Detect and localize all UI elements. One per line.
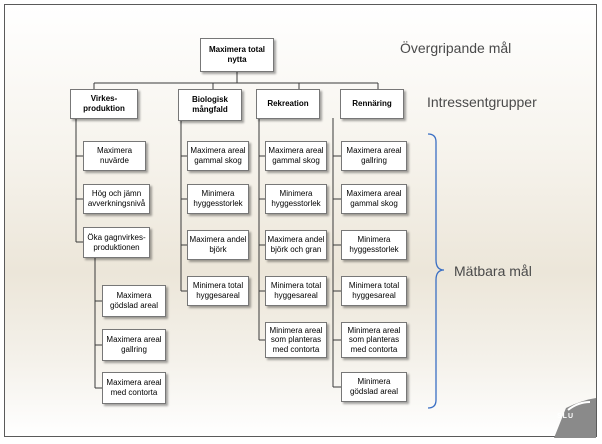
goal-text: Maximera areal med contorta xyxy=(106,378,162,397)
measurable-goals-label: Mätbara mål xyxy=(454,263,532,279)
goal-box: Maximera areal gammal skog xyxy=(187,141,249,171)
goal-box: Minimera areal som planteras med contort… xyxy=(341,322,407,358)
group-name: Rennäring xyxy=(352,99,392,109)
goal-box: Minimera hyggesstorlek xyxy=(341,230,407,260)
group-box-rennaring: Rennäring xyxy=(340,89,404,119)
goal-text: Maximera andel björk och gran xyxy=(267,235,325,254)
group-box-virkesproduktion: Virkes-produktion xyxy=(70,89,138,119)
goal-text: Maximera areal gallring xyxy=(346,146,402,165)
goal-text: Maximera andel björk xyxy=(189,235,247,254)
goal-box: Maximera areal gallring xyxy=(341,141,407,171)
goal-box: Minimera areal som planteras med contort… xyxy=(265,322,327,358)
goal-box: Minimera gödslad areal xyxy=(341,372,407,402)
group-name: Virkes-produktion xyxy=(83,94,125,113)
goal-box: Maximera andel björk och gran xyxy=(265,230,327,260)
goal-box: Öka gagnvirkes-produktionen xyxy=(83,227,150,258)
goal-text: Minimera total hyggesareal xyxy=(348,281,400,300)
goal-text: Minimera hyggesstorlek xyxy=(193,189,243,208)
goal-text: Maximera areal gammal skog xyxy=(268,146,324,165)
goal-text: Minimera areal som planteras med contort… xyxy=(269,325,323,354)
stakeholder-groups-label: Intressentgrupper xyxy=(427,94,537,110)
slide-frame xyxy=(4,4,597,437)
group-name: Rekreation xyxy=(267,99,309,109)
goal-text: Maximera gödslad areal xyxy=(109,291,159,310)
goal-text: Minimera total hyggesareal xyxy=(270,281,322,300)
measurable-brace xyxy=(427,133,445,409)
goal-box: Maximera areal gallring xyxy=(102,329,166,361)
goal-box: Minimera total hyggesareal xyxy=(187,276,249,306)
goal-text: Maximera areal gammal skog xyxy=(190,146,246,165)
goal-box: Minimera hyggesstorlek xyxy=(187,184,249,214)
goal-text: Maximera nuvärde xyxy=(96,146,133,165)
goal-box: Hög och jämn avverkningsnivå xyxy=(83,184,150,214)
goal-box: Maximera gödslad areal xyxy=(102,285,166,317)
goal-box: Maximera areal gammal skog xyxy=(265,141,327,171)
slu-logo xyxy=(554,398,596,438)
goal-box: Minimera total hyggesareal xyxy=(265,276,327,306)
goal-text: Maximera areal gallring xyxy=(106,335,162,354)
goal-text: Hög och jämn avverkningsnivå xyxy=(87,189,146,208)
goal-text: Minimera hyggesstorlek xyxy=(271,189,321,208)
group-box-rekreation: Rekreation xyxy=(256,89,320,119)
goal-box: Maximera areal med contorta xyxy=(102,372,166,404)
goal-text: Maximera areal gammal skog xyxy=(346,189,402,208)
goal-text: Minimera areal som planteras med contort… xyxy=(347,325,401,354)
goal-box: Maximera areal gammal skog xyxy=(341,184,407,214)
goal-box: Minimera hyggesstorlek xyxy=(265,184,327,214)
top-goal-text: Maximera total nytta xyxy=(208,45,266,64)
top-goal-box: Maximera total nytta xyxy=(200,38,274,72)
goal-text: Minimera gödslad areal xyxy=(349,377,399,396)
goal-text: Minimera total hyggesareal xyxy=(192,281,244,300)
goal-text: Minimera hyggesstorlek xyxy=(349,235,399,254)
slu-logo-text: SLU xyxy=(557,413,574,420)
goal-box: Maximera nuvärde xyxy=(83,141,146,171)
goal-text: Öka gagnvirkes-produktionen xyxy=(87,232,146,252)
overall-goal-label: Övergripande mål xyxy=(400,40,512,56)
goal-box: Minimera total hyggesareal xyxy=(341,276,407,306)
goal-box: Maximera andel björk xyxy=(187,230,249,260)
group-name: Biologisk mångfald xyxy=(191,95,228,114)
group-box-biologisk-mangfald: Biologisk mångfald xyxy=(178,89,242,121)
